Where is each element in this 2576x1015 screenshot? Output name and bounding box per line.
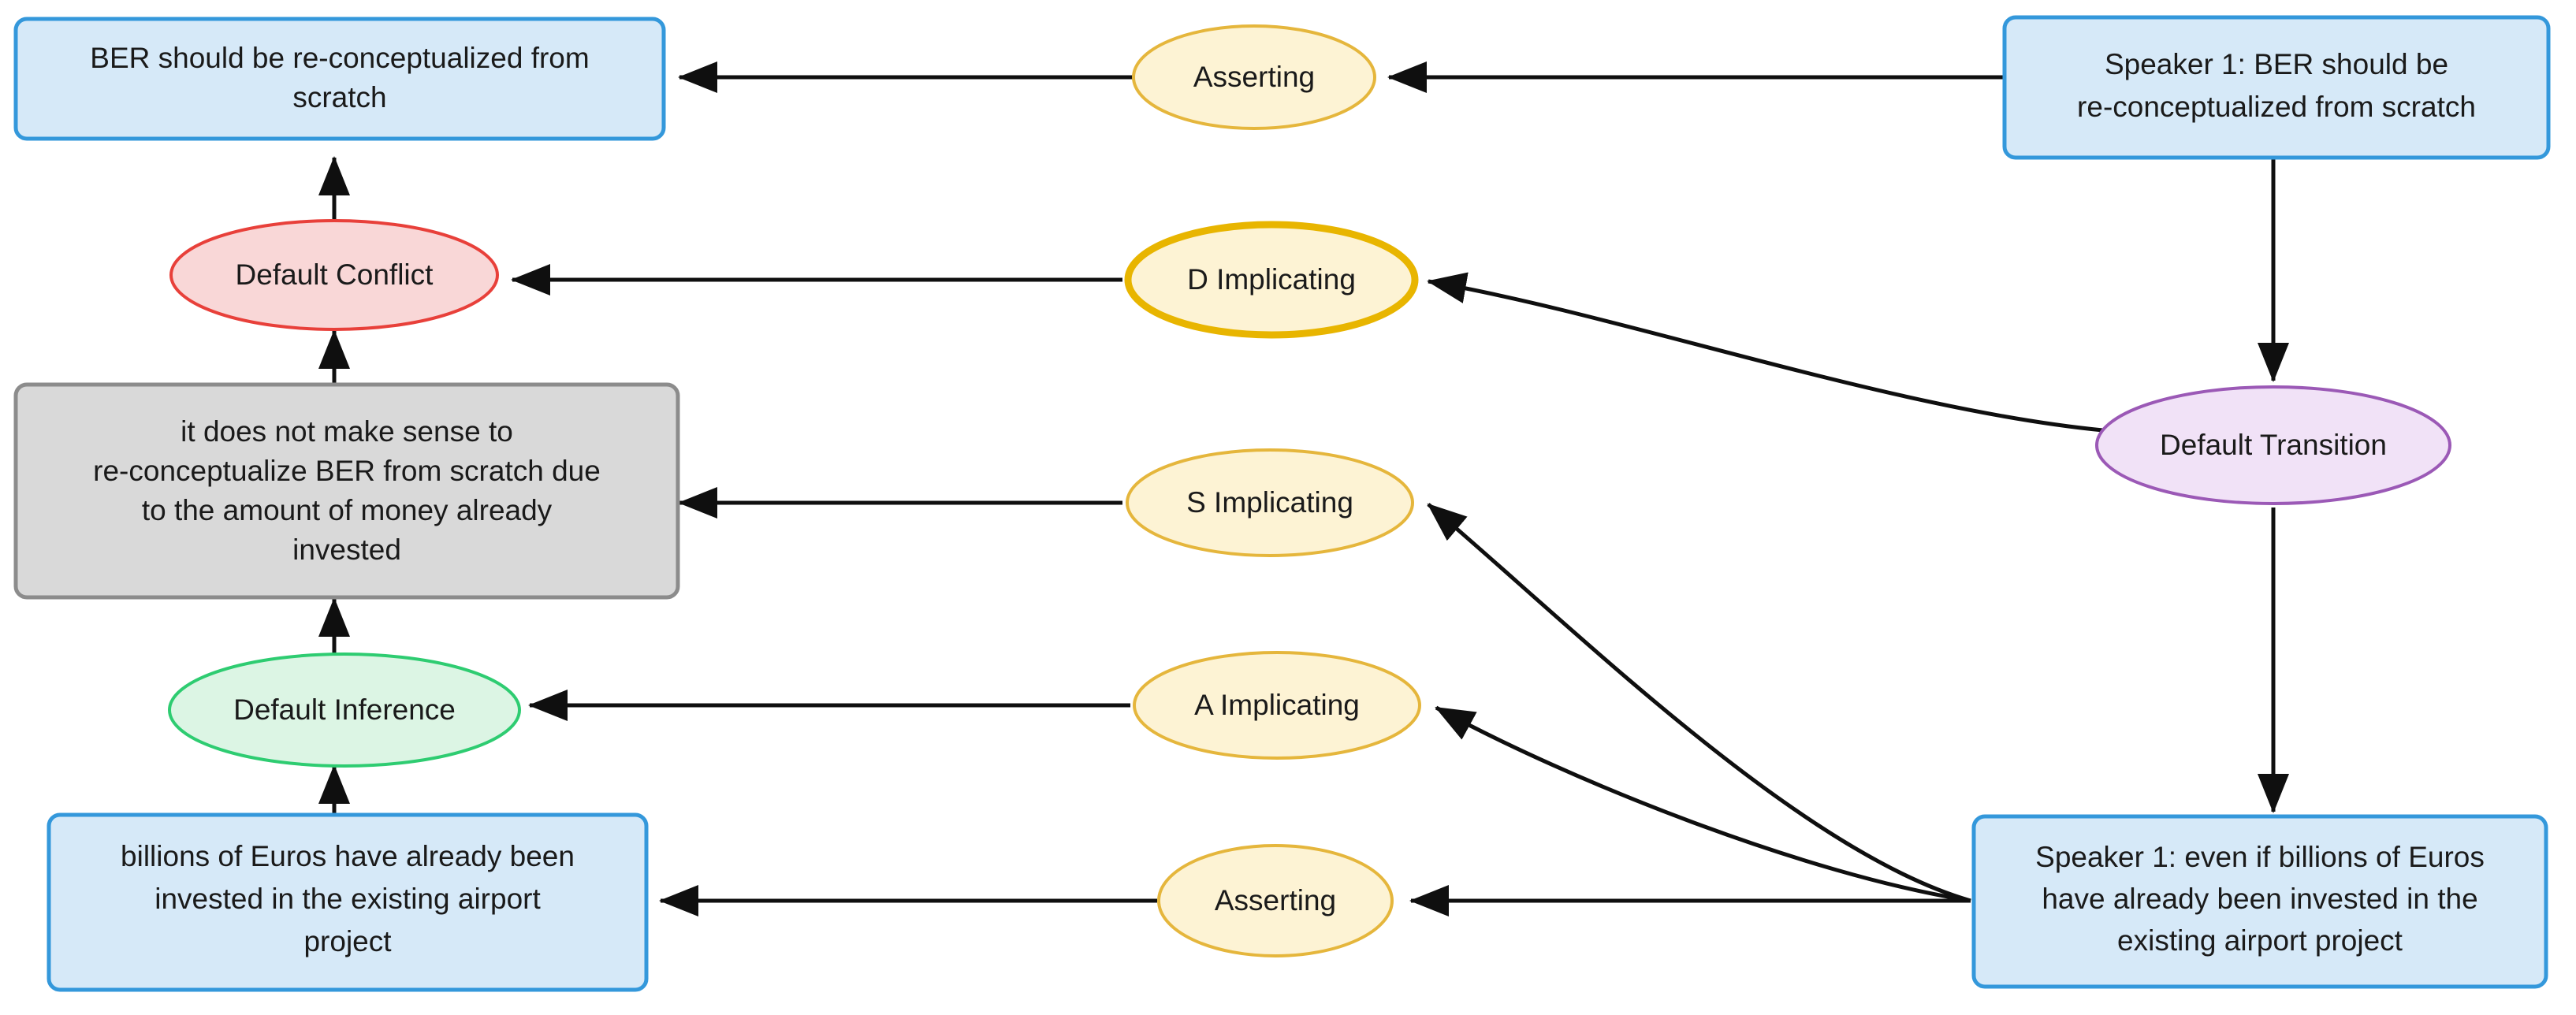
node-label-line: invested xyxy=(292,534,401,566)
node-inference-default[interactable]: Default Inference xyxy=(168,652,521,768)
node-locution-speaker1-billions[interactable]: Speaker 1: even if billions of Euros hav… xyxy=(1971,814,2548,989)
node-prop-ber-reconceptualized[interactable]: BER should be re-conceptualized from scr… xyxy=(13,17,666,141)
node-label-line: have already been invested in the xyxy=(2042,883,2477,915)
node-prop-not-make-sense[interactable]: it does not make sense to re-conceptuali… xyxy=(13,382,680,600)
node-label-line: invested in the existing airport xyxy=(154,883,541,915)
node-label-line: Speaker 1: BER should be xyxy=(2105,48,2448,80)
node-shape-illocution-ellipse-highlight[interactable] xyxy=(1124,221,1419,339)
node-illocution-asserting-top[interactable]: Asserting xyxy=(1132,24,1376,130)
node-prop-billions-invested[interactable]: billions of Euros have already been inve… xyxy=(47,812,649,992)
node-transition-default[interactable]: Default Transition xyxy=(2095,385,2451,505)
edge-locution-billions-to-s-implicating xyxy=(1427,503,1971,903)
edge-layer xyxy=(318,61,2289,916)
node-illocution-a-implicating[interactable]: A Implicating xyxy=(1133,651,1421,760)
node-illocution-d-implicating[interactable]: D Implicating xyxy=(1124,221,1419,339)
node-label-line: re-conceptualize BER from scratch due xyxy=(93,455,601,487)
node-label-line: Default Conflict xyxy=(236,258,434,291)
node-label-line: D Implicating xyxy=(1187,263,1356,296)
node-label-line: it does not make sense to xyxy=(181,415,513,448)
edge-locution-billions-to-a-implicating xyxy=(1435,705,1971,903)
node-label-line: Speaker 1: even if billions of Euros xyxy=(2035,841,2485,873)
node-conflict-default[interactable]: Default Conflict xyxy=(169,219,499,331)
node-illocution-s-implicating[interactable]: S Implicating xyxy=(1126,448,1414,557)
node-shape-illocution-ellipse[interactable] xyxy=(1126,448,1414,557)
node-shape-conflict-ellipse[interactable] xyxy=(169,219,499,331)
node-locution-speaker1-ber[interactable]: Speaker 1: BER should be re-conceptualiz… xyxy=(2002,15,2551,160)
node-label-line: re-conceptualized from scratch xyxy=(2077,91,2476,123)
node-label-line: S Implicating xyxy=(1186,486,1353,519)
node-shape-proposition-box[interactable] xyxy=(47,812,649,992)
node-shape-proposition-box-grey[interactable] xyxy=(13,382,680,600)
node-label-line: BER should be re-conceptualized from xyxy=(90,42,589,74)
node-shape-locution-box[interactable] xyxy=(2002,15,2551,160)
node-shape-proposition-box[interactable] xyxy=(13,17,666,141)
node-label-line: Default Transition xyxy=(2160,429,2387,461)
node-label-line: scratch xyxy=(292,81,386,113)
node-shape-illocution-ellipse[interactable] xyxy=(1132,24,1376,130)
node-label-line: A Implicating xyxy=(1194,689,1360,721)
node-shape-transition-ellipse[interactable] xyxy=(2095,385,2451,505)
node-shape-inference-ellipse[interactable] xyxy=(168,652,521,768)
edge-transition-to-d-implicating xyxy=(1427,272,2104,433)
node-label-line: Default Inference xyxy=(233,693,456,726)
node-shape-illocution-ellipse[interactable] xyxy=(1133,651,1421,760)
node-shape-locution-box[interactable] xyxy=(1971,814,2548,989)
node-label-line: Asserting xyxy=(1193,61,1315,93)
node-label-line: existing airport project xyxy=(2117,924,2403,957)
node-illocution-asserting-bottom[interactable]: Asserting xyxy=(1157,844,1394,957)
node-label-line: billions of Euros have already been xyxy=(121,840,575,872)
node-label-line: project xyxy=(303,925,392,957)
node-label-line: to the amount of money already xyxy=(142,494,553,526)
node-label-line: Asserting xyxy=(1215,884,1336,916)
node-shape-illocution-ellipse[interactable] xyxy=(1157,844,1394,957)
